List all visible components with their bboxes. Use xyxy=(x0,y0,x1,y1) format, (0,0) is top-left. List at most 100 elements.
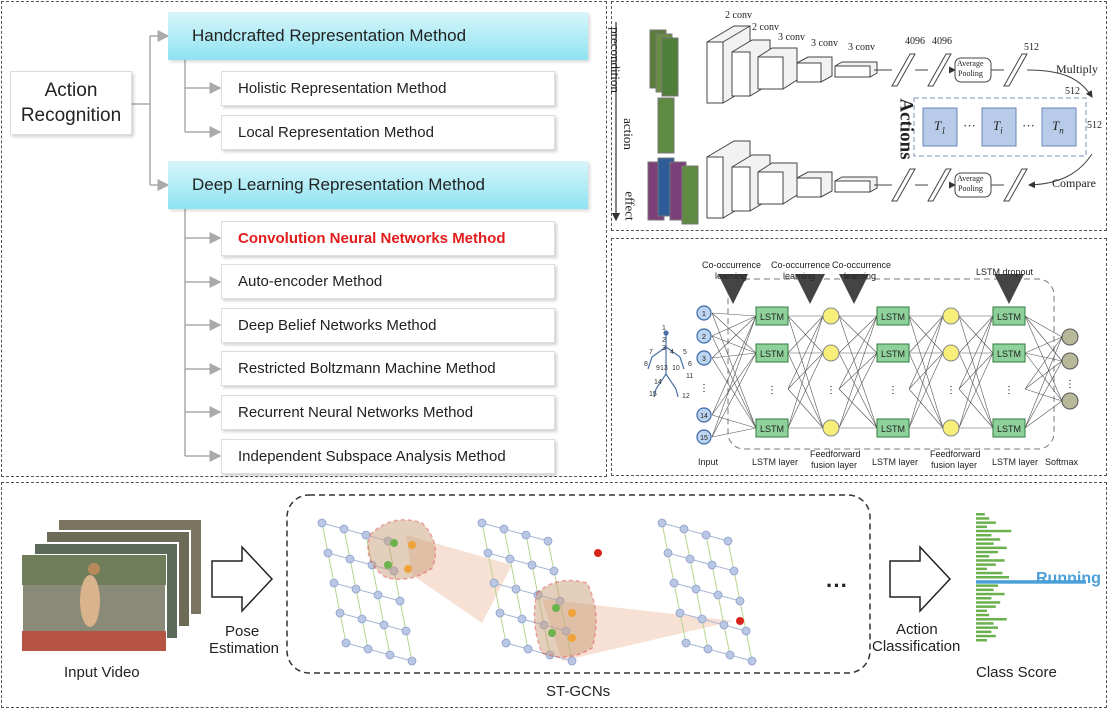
top-label-3b: learning xyxy=(844,271,877,281)
fc-label-1: 4096 xyxy=(905,36,925,47)
graph-joint xyxy=(663,548,673,558)
class-score-bar xyxy=(976,571,1003,575)
cnn-diagram xyxy=(612,22,1093,225)
class-score-bar xyxy=(976,563,996,566)
skeleton-joint-label: 14 xyxy=(654,379,662,386)
input-node xyxy=(696,328,712,344)
rnn-node: Recurrent Neural Networks Method xyxy=(221,395,555,430)
fusion-node xyxy=(942,344,960,362)
top-label-2b: learning xyxy=(783,271,816,281)
input-node-label: 1 xyxy=(702,311,706,318)
graph-joint xyxy=(505,554,515,564)
lstm-cell xyxy=(876,343,910,363)
graph-joint xyxy=(477,518,487,528)
highlight-joint xyxy=(384,561,392,569)
deep-header: Deep Learning Representation Method xyxy=(168,161,588,209)
class-score-bar xyxy=(976,538,1001,541)
input-node xyxy=(696,305,712,321)
graph-joint xyxy=(361,530,371,540)
classification-arrow xyxy=(889,545,952,613)
bottom-conv-stack xyxy=(706,140,878,219)
class-score-bar xyxy=(976,597,992,600)
graph-joint xyxy=(323,548,333,558)
pool-top-2: Pooling xyxy=(958,69,983,78)
class-score-bar xyxy=(976,521,996,524)
skeleton-figure xyxy=(647,330,685,398)
input-video-label: Input Video xyxy=(64,664,140,681)
input-node xyxy=(696,407,712,423)
class-score-bar xyxy=(976,626,998,629)
pose-label-1: Pose xyxy=(225,623,260,640)
softmax-node xyxy=(1061,328,1079,346)
class-score-bar xyxy=(976,576,1009,579)
bottom-label-lstm-3: LSTM layer xyxy=(992,457,1039,467)
skeleton-joint-label: 3 xyxy=(662,345,666,352)
graph-joint xyxy=(407,656,417,666)
action-label-2: Classification xyxy=(872,638,961,655)
highlight-joint xyxy=(568,609,576,617)
input-ellipsis: ⋮ xyxy=(699,383,709,394)
st-gcn-container xyxy=(286,494,871,674)
lstm-cell xyxy=(755,306,789,326)
top-label-1a: Co-occurrence xyxy=(702,260,762,270)
graph-joint xyxy=(517,614,527,624)
input-node-label: 15 xyxy=(700,435,708,442)
video-frame-thumbnails xyxy=(647,29,699,225)
fc-label-2: 4096 xyxy=(932,36,952,47)
graph-joint xyxy=(317,518,327,528)
graph-joint xyxy=(373,590,383,600)
pool-bottom-1: Average xyxy=(957,174,984,183)
lstm-cell-label: LSTM xyxy=(997,424,1021,434)
lstm-cell xyxy=(876,306,910,326)
taxonomy-panel: Action Recognition Handcrafted Represent… xyxy=(1,1,607,477)
class-score-bar xyxy=(976,605,996,608)
skeleton-joint-label: 7 xyxy=(649,349,653,356)
lstm-cell xyxy=(755,418,789,438)
graph-joint xyxy=(521,530,531,540)
class-score-bar xyxy=(976,618,1007,621)
class-score-bar xyxy=(976,639,987,642)
class-score-bar xyxy=(976,542,994,545)
skeleton-joint-label: 8 xyxy=(644,361,648,368)
conv-label-3: 3 conv xyxy=(778,32,805,43)
lstm-cell-label: LSTM xyxy=(760,312,784,322)
softmax-ellipsis: ⋮ xyxy=(1065,379,1075,390)
class-score-bar xyxy=(976,592,1005,596)
fusion-ellipsis: ⋮ xyxy=(946,385,956,396)
class-score-bar xyxy=(976,634,996,638)
lstm-ellipsis: ⋮ xyxy=(1004,385,1014,396)
graph-joint xyxy=(401,626,411,636)
stgcn-diagram xyxy=(21,494,1086,674)
graph-joint xyxy=(483,548,493,558)
graph-joint xyxy=(567,656,577,666)
stgcn-panel: Input Video Pose Estimation ST-GCNs ··· … xyxy=(1,482,1107,708)
actions-label: Actions xyxy=(895,98,917,160)
root-label-line1: Action xyxy=(44,80,98,101)
input-node-label: 14 xyxy=(700,413,708,420)
fusion-node xyxy=(822,344,840,362)
graph-joint xyxy=(735,596,745,606)
bottom-label-lstm-2: LSTM layer xyxy=(872,457,919,467)
bottom-label-ff-1a: Feedforward xyxy=(810,449,861,459)
input-node-label: 2 xyxy=(702,334,706,341)
skeleton-joint-label: 11 xyxy=(686,373,694,380)
dim-512-side: 512 xyxy=(1087,120,1102,131)
top-label-1b: learning xyxy=(715,271,748,281)
skeleton-joint-label: 4 xyxy=(670,349,674,356)
running-label: Running xyxy=(1036,570,1101,587)
pose-label-2: Estimation xyxy=(209,640,280,657)
highlight-joint xyxy=(568,634,576,642)
graph-joint xyxy=(725,650,735,660)
graph-joint xyxy=(363,644,373,654)
dbn-node: Deep Belief Networks Method xyxy=(221,308,555,343)
highlight-joint xyxy=(552,604,560,612)
class-score-bar xyxy=(976,517,990,520)
graph-joint xyxy=(385,650,395,660)
tn-cell xyxy=(1041,107,1077,147)
multiply-label: Multiply xyxy=(1056,62,1099,76)
compare-label: Compare xyxy=(1052,176,1096,190)
skeleton-joint-label: 1 xyxy=(662,325,666,332)
target-joint-1 xyxy=(594,549,602,557)
conv-label-2: 2 conv xyxy=(752,22,779,33)
fusion-node xyxy=(822,419,840,437)
